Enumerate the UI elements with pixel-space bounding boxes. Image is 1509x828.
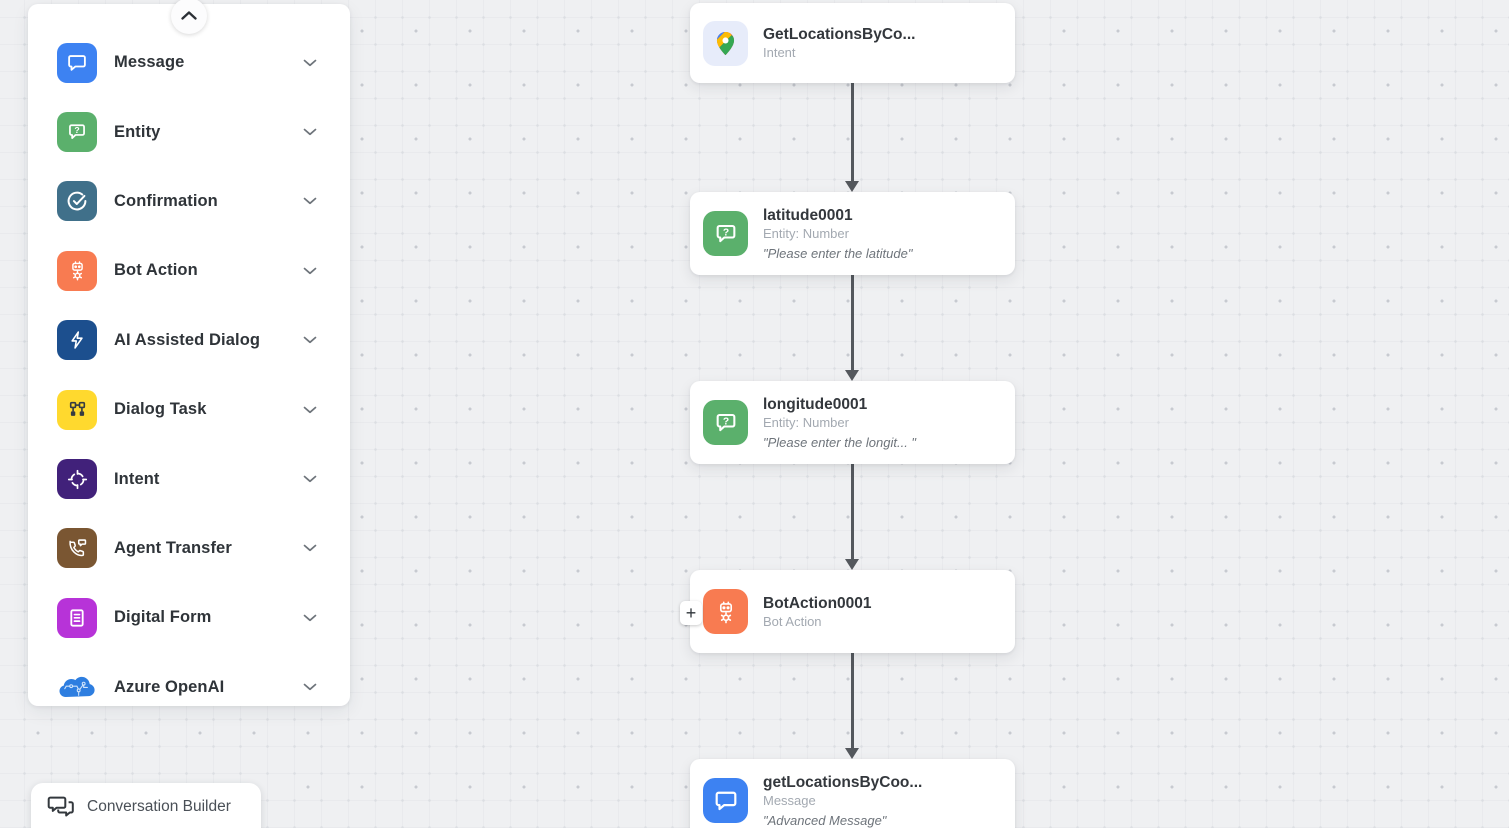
confirmation-icon xyxy=(57,181,97,222)
node-title: getLocationsByCoo... xyxy=(763,773,923,791)
chat-bubbles-icon xyxy=(47,795,75,820)
conversation-builder-label: Conversation Builder xyxy=(87,798,231,815)
palette-item-dialog-task[interactable]: Dialog Task xyxy=(28,375,350,444)
flow-connector xyxy=(845,83,859,192)
flow-node-longitude-entity[interactable]: ? longitude0001 Entity: Number "Please e… xyxy=(690,381,1015,464)
ai-assisted-dialog-icon xyxy=(57,320,97,361)
agent-transfer-icon xyxy=(57,528,97,569)
plus-icon: + xyxy=(685,603,697,623)
chevron-up-icon xyxy=(181,7,197,25)
message-icon xyxy=(57,42,97,83)
palette-item-label: Digital Form xyxy=(114,608,212,627)
node-title: BotAction0001 xyxy=(763,594,872,612)
svg-text:?: ? xyxy=(722,227,728,238)
flow-node-message[interactable]: getLocationsByCoo... Message "Advanced M… xyxy=(690,759,1015,828)
palette-item-entity[interactable]: ? Entity xyxy=(28,97,350,166)
node-title: GetLocationsByCo... xyxy=(763,26,916,43)
chevron-down-icon[interactable] xyxy=(303,406,317,414)
node-subtitle: Intent xyxy=(763,45,796,60)
palette-item-message[interactable]: Message xyxy=(28,28,350,97)
palette-collapse-button[interactable] xyxy=(171,0,207,34)
chevron-down-icon[interactable] xyxy=(303,59,317,67)
entity-icon: ? xyxy=(703,400,748,445)
digital-form-icon xyxy=(57,597,97,638)
add-node-button[interactable]: + xyxy=(680,601,702,625)
palette-item-label: Dialog Task xyxy=(114,400,207,419)
flow-node-bot-action[interactable]: BotAction0001 Bot Action xyxy=(690,570,1015,653)
flow-node-latitude-entity[interactable]: ? latitude0001 Entity: Number "Please en… xyxy=(690,192,1015,275)
palette-item-label: Message xyxy=(114,53,185,72)
message-icon xyxy=(703,778,748,823)
flow-connector xyxy=(845,464,859,570)
chevron-down-icon[interactable] xyxy=(303,614,317,622)
palette-item-ai-assisted-dialog[interactable]: AI Assisted Dialog xyxy=(28,306,350,375)
entity-icon: ? xyxy=(57,112,97,153)
palette-item-agent-transfer[interactable]: Agent Transfer xyxy=(28,514,350,583)
bot-action-icon xyxy=(703,589,748,634)
node-subtitle: Entity: Number xyxy=(763,225,849,241)
chevron-down-icon[interactable] xyxy=(303,267,317,275)
google-maps-pin-icon xyxy=(703,20,748,66)
conversation-builder-button[interactable]: Conversation Builder xyxy=(31,783,261,828)
node-prompt-text: "Please enter the longit... " xyxy=(763,434,917,450)
chevron-down-icon[interactable] xyxy=(303,544,317,552)
node-subtitle: Message xyxy=(763,792,816,808)
chevron-down-icon[interactable] xyxy=(303,683,317,691)
palette-item-digital-form[interactable]: Digital Form xyxy=(28,583,350,652)
palette-item-list: Message ? Entity Confirmation xyxy=(28,4,350,722)
palette-item-label: Confirmation xyxy=(114,191,218,210)
node-subtitle: Entity: Number xyxy=(763,414,849,430)
node-prompt-text: "Please enter the latitude" xyxy=(763,245,913,261)
svg-text:?: ? xyxy=(74,125,79,135)
flow-connector xyxy=(845,275,859,381)
palette-item-azure-openai[interactable]: Azure OpenAI xyxy=(28,653,350,722)
node-subtitle: Bot Action xyxy=(763,613,822,629)
azure-openai-icon xyxy=(57,667,97,707)
chevron-down-icon[interactable] xyxy=(303,336,317,344)
node-prompt-text: "Advanced Message" xyxy=(763,812,887,828)
node-palette-panel: Message ? Entity Confirmation xyxy=(28,0,350,706)
flow-node-intent[interactable]: GetLocationsByCo... Intent xyxy=(690,3,1015,83)
palette-item-label: Entity xyxy=(114,122,161,141)
palette-item-label: Azure OpenAI xyxy=(114,677,225,696)
palette-item-bot-action[interactable]: Bot Action xyxy=(28,236,350,305)
node-title: longitude0001 xyxy=(763,395,868,413)
palette-item-label: Bot Action xyxy=(114,261,198,280)
bot-action-icon xyxy=(57,250,97,291)
chevron-down-icon[interactable] xyxy=(303,128,317,136)
entity-icon: ? xyxy=(703,211,748,256)
palette-item-intent[interactable]: Intent xyxy=(28,444,350,513)
palette-item-label: Intent xyxy=(114,469,160,488)
chevron-down-icon[interactable] xyxy=(303,197,317,205)
intent-icon xyxy=(57,459,97,500)
dialog-task-icon xyxy=(57,389,97,430)
palette-item-confirmation[interactable]: Confirmation xyxy=(28,167,350,236)
palette-item-label: Agent Transfer xyxy=(114,538,232,557)
flow-connector xyxy=(845,653,859,759)
svg-text:?: ? xyxy=(722,416,728,427)
palette-item-label: AI Assisted Dialog xyxy=(114,330,261,349)
node-title: latitude0001 xyxy=(763,206,853,224)
chevron-down-icon[interactable] xyxy=(303,475,317,483)
